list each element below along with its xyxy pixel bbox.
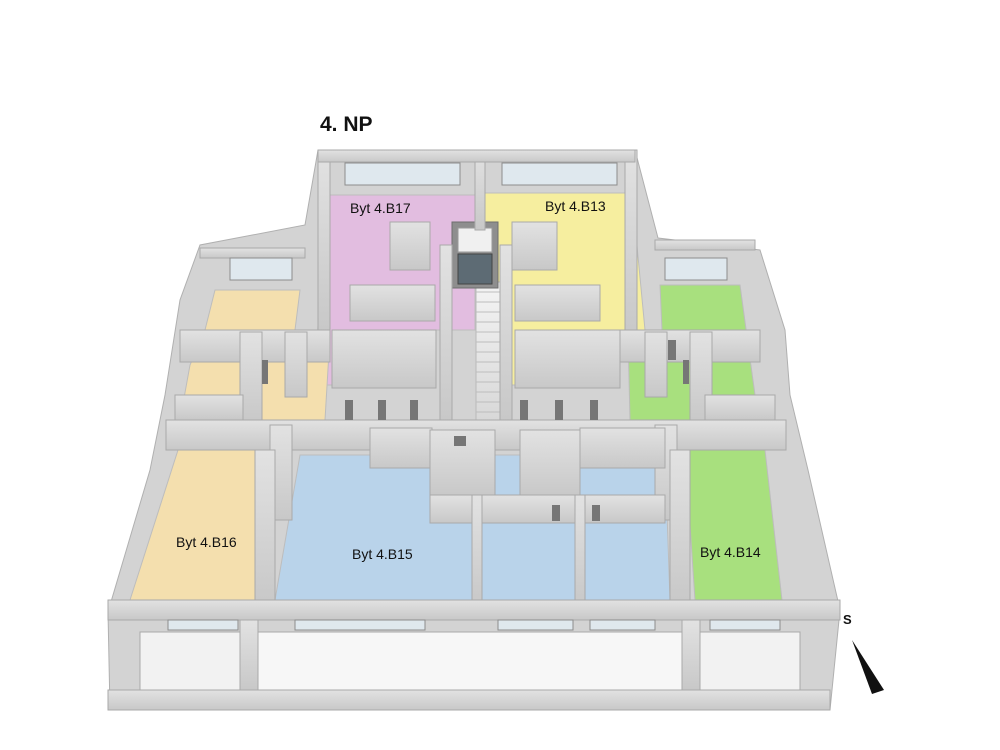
unit-b14-floor (684, 449, 783, 601)
interior-walls (107, 149, 841, 711)
unit-label-b14: Byt 4.B14 (700, 544, 761, 560)
unit-label-b17: Byt 4.B17 (350, 200, 411, 216)
unit-label-b16: Byt 4.B16 (176, 534, 237, 550)
doors (262, 340, 689, 521)
unit-label-b13: Byt 4.B13 (545, 198, 606, 214)
windows (167, 162, 781, 631)
unit-label-b15: Byt 4.B15 (352, 546, 413, 562)
compass-label: S (843, 612, 852, 627)
floor-title: 4. NP (320, 113, 373, 136)
north-arrow-icon (852, 640, 884, 694)
